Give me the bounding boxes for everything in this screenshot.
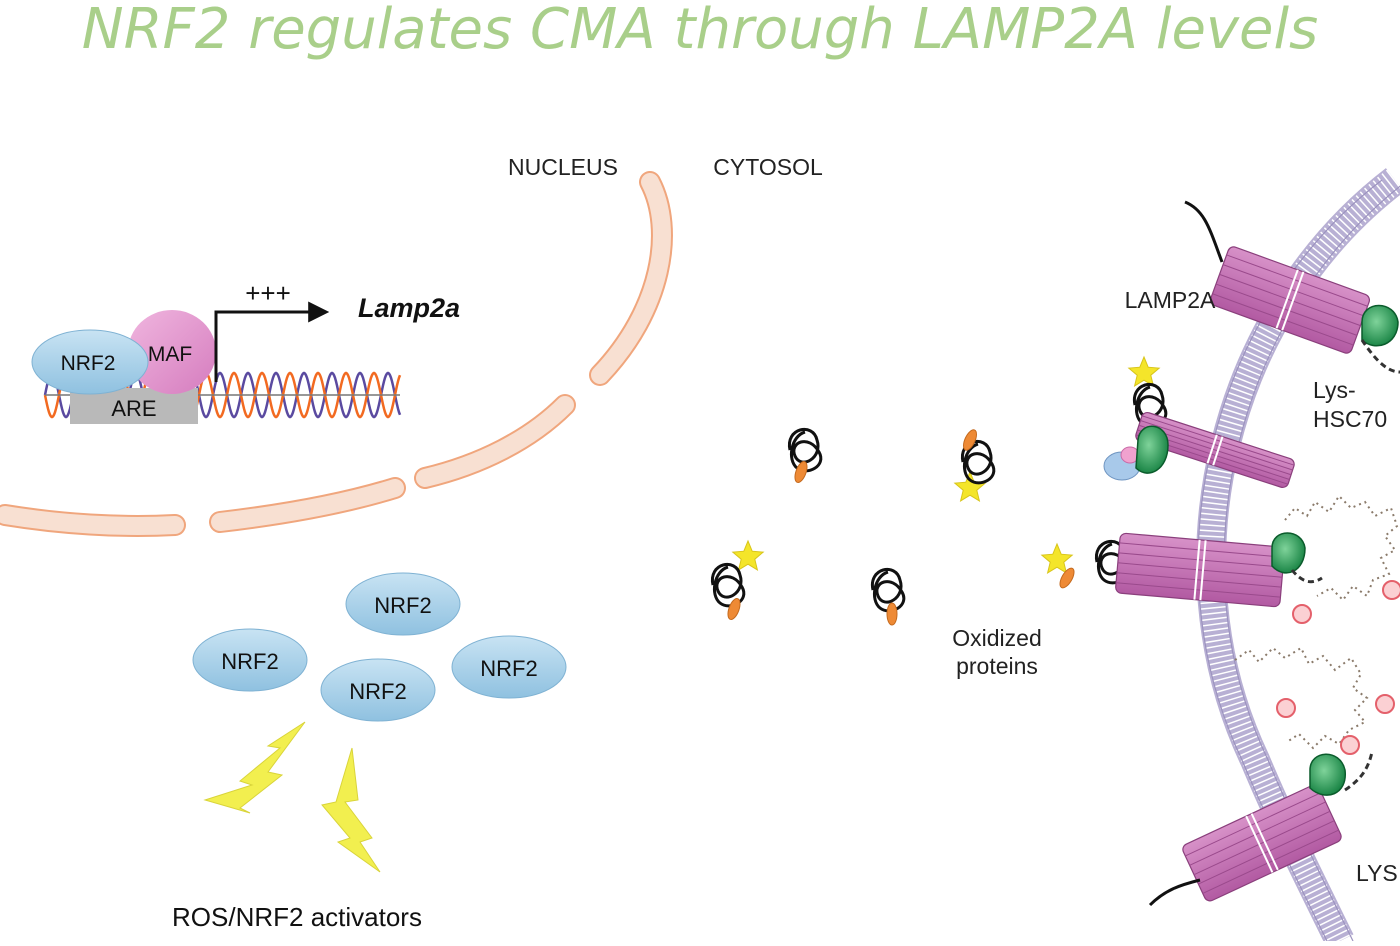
lamp2a-receptor xyxy=(1135,411,1295,489)
oxidized-protein xyxy=(870,568,906,626)
lamp2a-membrane-gap xyxy=(1281,271,1305,331)
oxidation-star xyxy=(953,470,987,502)
lamp2a-stripe xyxy=(1116,572,1282,588)
nuclear-envelope xyxy=(0,171,673,537)
lamp2a-membrane-gap xyxy=(1212,436,1224,466)
oxidation-star xyxy=(731,539,765,571)
kferq-tag xyxy=(886,602,898,626)
protein-chain xyxy=(710,563,746,608)
lamp2a-stripe xyxy=(1117,562,1283,578)
lightning-bolt xyxy=(203,721,306,814)
lamp2a-stripe xyxy=(1141,415,1295,466)
lamp2a-tail xyxy=(1148,878,1201,907)
lamp2a-label: LAMP2A xyxy=(1125,287,1216,313)
lamp2a-stripe xyxy=(1119,542,1284,558)
nrf2-free-label: NRF2 xyxy=(480,656,537,681)
lamp2a-stripe xyxy=(1116,582,1281,598)
nrf2-free-label: NRF2 xyxy=(349,679,406,704)
ros-lightning xyxy=(203,721,381,873)
lys-hsc70 xyxy=(1361,304,1399,347)
lamp2a-membrane-gap xyxy=(1199,540,1207,601)
lumen-dot xyxy=(1276,698,1296,718)
lamp2a-stripe xyxy=(1193,810,1331,876)
lamp2a-membrane-gap xyxy=(1275,269,1299,329)
diagram-title: NRF2 regulates CMA through LAMP2A levels xyxy=(82,0,1318,62)
maf-label: MAF xyxy=(148,343,192,366)
kferq-tag xyxy=(963,429,977,451)
lamp2a-stripe xyxy=(1198,820,1335,885)
lamp2a-stripe xyxy=(1222,264,1365,317)
lamp2a-receptor xyxy=(1115,532,1285,608)
lumen-content xyxy=(1234,494,1400,755)
lumen-dot xyxy=(1340,735,1360,755)
oxidation-star xyxy=(1127,355,1161,387)
oxidized-proteins xyxy=(710,355,1168,626)
activation-label: +++ xyxy=(245,278,291,308)
lamp2a-membrane-gap xyxy=(1250,813,1279,871)
lys-hsc70 xyxy=(1271,532,1306,574)
lamp2a-membrane-gap xyxy=(1193,539,1201,600)
nrf2-free-1 xyxy=(345,572,461,636)
nrf2-free-2 xyxy=(192,628,308,692)
free-nrf2-group: NRF2 NRF2 NRF2 NRF2 xyxy=(192,572,567,722)
lys-hsc70-chaperones xyxy=(1271,304,1400,796)
lumen-dot xyxy=(1375,694,1395,714)
oxidized-protein xyxy=(787,428,823,483)
lamp2a-stripe xyxy=(1215,283,1358,336)
protein-chain xyxy=(787,428,823,473)
lumen-dot xyxy=(1292,604,1312,624)
lamp2a-stripe xyxy=(1185,792,1322,857)
lamp2a-stripe xyxy=(1226,254,1368,307)
oxidation-star xyxy=(1040,542,1074,574)
lamp2a-receptors xyxy=(1115,200,1370,907)
ros-label: ROS/NRF2 activators xyxy=(172,902,422,932)
nrf2-free-4 xyxy=(451,635,567,699)
kferq-tag xyxy=(794,461,808,483)
lamp2a-membrane-gap xyxy=(1206,434,1218,464)
oxidized-label-line2: proteins xyxy=(956,653,1038,679)
lys-hsc70 xyxy=(1309,753,1346,796)
lamp2a-stripe xyxy=(1212,293,1354,346)
lamp2a-tail xyxy=(1184,200,1224,263)
lamp2a-membrane-gap xyxy=(1245,815,1274,873)
protein-chain xyxy=(960,440,996,485)
nrf2-bound-label: NRF2 xyxy=(61,352,116,375)
nucleus-label: NUCLEUS xyxy=(508,154,618,180)
lamp2a-receptor xyxy=(1182,784,1342,902)
lys-hsc70-label-line1: Lys- xyxy=(1313,377,1356,403)
lamp2a-stripe xyxy=(1189,801,1326,866)
kferq-tag xyxy=(1059,567,1075,589)
lamp2a-stripe xyxy=(1202,829,1339,894)
protein-chain xyxy=(870,568,906,613)
lamp2a-receptor xyxy=(1210,246,1370,354)
lamp2a-stripe xyxy=(1118,552,1284,568)
degraded-chain xyxy=(1284,494,1399,602)
nrf2-free-label: NRF2 xyxy=(221,649,278,674)
nrf2-free-label: NRF2 xyxy=(374,593,431,618)
gene-label: Lamp2a xyxy=(358,293,460,323)
oxidized-protein xyxy=(953,429,996,502)
cytosolic-hsc70 xyxy=(1135,425,1169,474)
kferq-tag xyxy=(727,598,741,620)
lamp2a-stripe xyxy=(1140,420,1293,471)
lamp2a-stripe xyxy=(1219,273,1361,327)
lys-hsc70-label-line2: HSC70 xyxy=(1313,406,1387,432)
are-label: ARE xyxy=(111,396,156,421)
nrf2-bound xyxy=(31,329,149,395)
lightning-bolt xyxy=(321,747,381,873)
transcription-arrow xyxy=(214,301,330,382)
nrf2-free-3 xyxy=(320,658,436,722)
cytosol-label: CYTOSOL xyxy=(713,154,823,180)
cytosolic-hsc70-complex xyxy=(1103,425,1169,481)
lysosome-label: LYS xyxy=(1356,860,1398,886)
oxidized-label-line1: Oxidized xyxy=(952,625,1041,651)
oxidized-protein xyxy=(710,539,765,620)
oxidized-protein xyxy=(1040,540,1130,589)
maf-protein xyxy=(128,310,216,394)
lumen-dot xyxy=(1382,580,1400,600)
